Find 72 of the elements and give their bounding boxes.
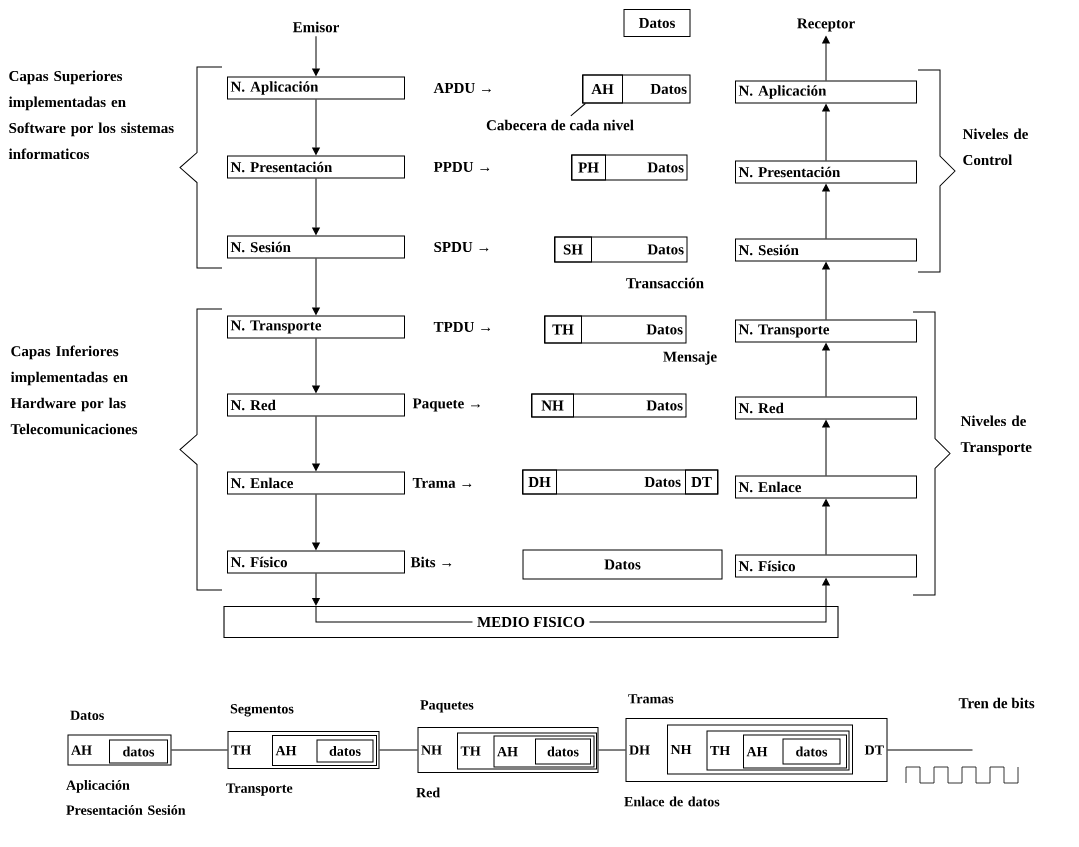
caption-text: Tramas	[628, 694, 674, 704]
layer-box: N. Sesión	[735, 238, 917, 262]
pdu-label: PPDU →	[433, 162, 490, 172]
arrow	[312, 573, 320, 606]
caption-text: Segmentos	[230, 704, 294, 717]
header-cell: SH	[554, 236, 592, 263]
caption-text: Transporte	[226, 783, 293, 796]
layer-box: N. Transporte	[735, 319, 917, 343]
caption-text: Enlace de datos	[624, 796, 720, 807]
caption-text: Paquetes	[420, 700, 474, 713]
layer-box: N. Enlace	[735, 475, 917, 499]
arrow	[312, 338, 320, 393]
pdu-label: Bits →	[410, 556, 452, 568]
note-text: Tren de bits	[958, 697, 1035, 709]
arrow	[312, 494, 320, 550]
side-label: Niveles de Control	[962, 128, 1028, 166]
data-box: Datos	[522, 549, 723, 580]
note-text: Transacción	[626, 277, 704, 289]
connector-line	[171, 749, 228, 751]
layer-box: N. Red	[227, 393, 405, 417]
endpoint-label: Receptor	[797, 18, 855, 32]
arrow	[822, 104, 830, 161]
caption-text: Red	[416, 787, 440, 798]
arrow	[312, 99, 320, 155]
connector-line	[379, 749, 418, 751]
arrow	[822, 36, 830, 81]
header-cell: NH	[531, 393, 574, 418]
data-cell: datos	[535, 738, 591, 765]
header-cell: DH	[522, 469, 557, 495]
callout-text: Cabecera de cada nivel	[486, 119, 634, 131]
data-box: Datos	[623, 9, 691, 37]
layer-box: N. Presentación	[227, 155, 405, 179]
layer-box: N. Sesión	[227, 235, 405, 259]
layer-box: N. Enlace	[227, 471, 405, 495]
connector-line	[598, 749, 626, 751]
pdu-label: SPDU →	[434, 241, 489, 253]
arrow	[312, 35, 320, 76]
layer-box: N. Transporte	[227, 315, 405, 339]
arrow	[312, 416, 320, 471]
pdu-label: APDU →	[433, 83, 491, 94]
connector-line	[887, 749, 973, 751]
arrow	[312, 178, 320, 235]
caption-text: Aplicación Presentación Sesión	[66, 780, 186, 815]
layer-box: N. Físico	[227, 550, 405, 574]
layer-box: N. Aplicación	[735, 80, 917, 104]
arrow	[822, 262, 830, 320]
arrow	[822, 420, 830, 476]
layer-box: N. Físico	[735, 554, 917, 578]
arrow	[822, 184, 830, 239]
data-cell: datos	[109, 739, 168, 764]
header-cell: AH	[582, 74, 623, 104]
arrow	[822, 499, 830, 555]
arrow	[312, 258, 320, 315]
layer-box: N. Red	[735, 396, 917, 420]
side-label: Capas Superiores implementadas en Software por los sistemas informaticos	[8, 70, 174, 160]
leader-line	[570, 103, 586, 117]
medium-box: MEDIO FISICO	[223, 605, 839, 639]
side-label: Capas Inferiores implementadas en Hardware por las Telecomunicaciones	[10, 345, 138, 435]
trailer-cell: DT	[685, 469, 718, 495]
data-cell: datos	[316, 739, 374, 763]
note-text: Mensaje	[663, 351, 717, 365]
layer-box: N. Aplicación	[227, 76, 405, 100]
arrow	[822, 578, 830, 607]
layer-box: N. Presentación	[735, 160, 917, 184]
side-label: Niveles de Transporte	[960, 415, 1032, 456]
arrow	[822, 343, 830, 397]
header-cell: TH	[544, 315, 582, 344]
pdu-label: TPDU →	[433, 322, 491, 332]
header-cell: PH	[571, 154, 606, 181]
data-cell: datos	[782, 738, 841, 765]
caption-text: Datos	[70, 710, 104, 720]
endpoint-label: Emisor	[292, 21, 339, 33]
